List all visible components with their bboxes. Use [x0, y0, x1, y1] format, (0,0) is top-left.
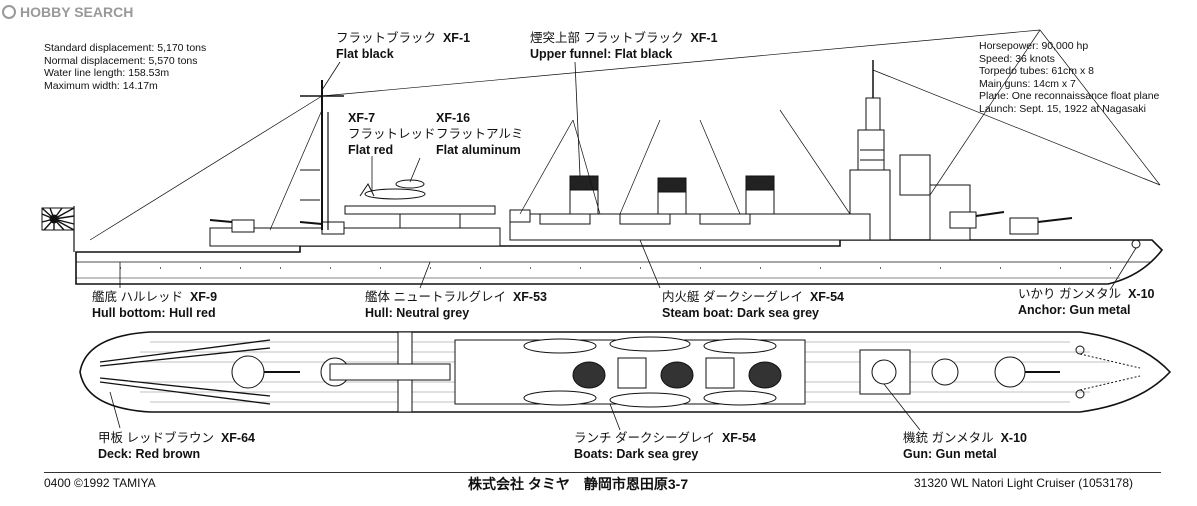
- leader-lines-side: [119, 61, 1137, 291]
- label-flat-aluminum: XF-16 フラットアルミ Flat aluminum: [436, 110, 523, 158]
- spec-line: Horsepower: 90,000 hp: [979, 40, 1089, 52]
- float-plane: [359, 179, 426, 200]
- watermark-text: HOBBY SEARCH: [20, 4, 134, 20]
- label-jp: フラットアルミ: [436, 127, 524, 141]
- side-profile: [41, 29, 1164, 291]
- label-flat-red: XF-7 フラットレッド Flat red: [348, 110, 436, 158]
- label-code: X-10: [1128, 287, 1155, 301]
- label-code: XF-9: [189, 290, 218, 304]
- spec-line: Main guns: 14cm x 7: [979, 77, 1076, 90]
- main-mast: [300, 80, 344, 230]
- spec-line: Plane: One reconnaissance float plane: [979, 90, 1160, 102]
- label-en: Flat black: [336, 47, 394, 61]
- boats-top: [523, 336, 777, 408]
- label-en: Deck: Red brown: [98, 447, 201, 461]
- label-code: XF-53: [512, 290, 547, 304]
- label-jp: 艦底 ハルレッド: [92, 290, 183, 304]
- forward-guns: [949, 211, 1073, 235]
- label-gun: 機銃 ガンメタル X-10 Gun: Gun metal: [903, 430, 1027, 462]
- label-upper-funnel: 煙突上部 フラットブラック XF-1 Upper funnel: Flat bl…: [530, 30, 718, 62]
- naval-ensign-icon: [41, 206, 75, 252]
- spec-line: Maximum width: 14.17m: [44, 79, 158, 92]
- label-jp: 艦体 ニュートラルグレイ: [365, 290, 506, 304]
- label-boats: ランチ ダークシーグレイ XF-54 Boats: Dark sea grey: [574, 430, 756, 462]
- label-hull-bottom: 艦底 ハルレッド XF-9 Hull bottom: Hull red: [92, 289, 217, 321]
- label-code: XF-1: [690, 31, 718, 45]
- label-en: Boats: Dark sea grey: [574, 447, 699, 461]
- label-en: Flat red: [348, 143, 394, 157]
- label-en: Steam boat: Dark sea grey: [662, 306, 820, 320]
- footer-rule: [44, 472, 1161, 503]
- label-deck: 甲板 レッドブラウン XF-64 Deck: Red brown: [98, 430, 255, 462]
- label-code: XF-54: [721, 431, 756, 445]
- label-anchor: いかり ガンメタル X-10 Anchor: Gun metal: [1018, 286, 1154, 318]
- label-jp: 内火艇 ダークシーグレイ: [662, 290, 803, 304]
- label-en: Gun: Gun metal: [903, 447, 997, 461]
- catapult-platform: [209, 205, 501, 247]
- spec-line: Normal displacement: 5,570 tons: [44, 54, 198, 67]
- spec-line: Water line length: 158.53m: [44, 67, 170, 79]
- footer-copyright: 0400 ©1992 TAMIYA: [44, 476, 156, 490]
- label-code: XF-7: [348, 111, 376, 125]
- footer-company: 株式会社 タミヤ 静岡市恩田原3-7: [468, 476, 689, 492]
- spec-line: Torpedo tubes: 61cm x 8: [979, 65, 1094, 77]
- label-code: XF-1: [442, 31, 471, 45]
- label-jp: いかり ガンメタル: [1018, 287, 1122, 301]
- spec-line: Speed: 36 knots: [979, 52, 1055, 65]
- mine-rails: [99, 339, 271, 405]
- label-code: XF-64: [220, 431, 255, 445]
- label-en: Flat aluminum: [436, 143, 521, 157]
- label-en: Hull bottom: Hull red: [92, 306, 216, 320]
- rigging: [89, 29, 1161, 241]
- leader-lines-top: [109, 383, 921, 431]
- footer-product: 31320 WL Natori Light Cruiser (1053178): [914, 476, 1134, 490]
- specs-right: Horsepower: 90,000 hp Speed: 36 knots To…: [979, 40, 1159, 115]
- funnel-tops: [572, 361, 782, 389]
- label-jp: 機銃 ガンメタル: [903, 431, 994, 445]
- label-code: XF-54: [809, 290, 844, 304]
- label-code: X-10: [1000, 431, 1027, 445]
- label-jp: 甲板 レッドブラウン: [98, 431, 214, 445]
- label-en: Hull: Neutral grey: [365, 306, 470, 320]
- label-en: Upper funnel: Flat black: [530, 47, 673, 61]
- deck-plan: [79, 331, 1172, 431]
- funnels: [509, 175, 871, 241]
- specs-left: Standard displacement: 5,170 tons Normal…: [44, 42, 206, 92]
- hobby-search-logo-icon: [2, 5, 16, 19]
- spec-line: Standard displacement: 5,170 tons: [44, 42, 207, 54]
- label-flat-black: フラットブラック XF-1 Flat black: [336, 30, 470, 62]
- label-jp: ランチ ダークシーグレイ: [574, 431, 715, 445]
- spec-line: Launch: Sept. 15, 1922 at Nagasaki: [979, 102, 1146, 115]
- label-steam-boat: 内火艇 ダークシーグレイ XF-54 Steam boat: Dark sea …: [662, 289, 844, 321]
- aft-guns: [209, 209, 531, 235]
- label-en: Anchor: Gun metal: [1018, 303, 1131, 317]
- label-jp: フラットブラック: [336, 31, 437, 45]
- watermark: HOBBY SEARCH: [2, 4, 133, 20]
- label-hull: 艦体 ニュートラルグレイ XF-53 Hull: Neutral grey: [365, 289, 547, 321]
- label-code: XF-16: [436, 111, 471, 125]
- label-jp: 煙突上部 フラットブラック: [530, 31, 684, 45]
- label-jp: フラットレッド: [348, 127, 436, 141]
